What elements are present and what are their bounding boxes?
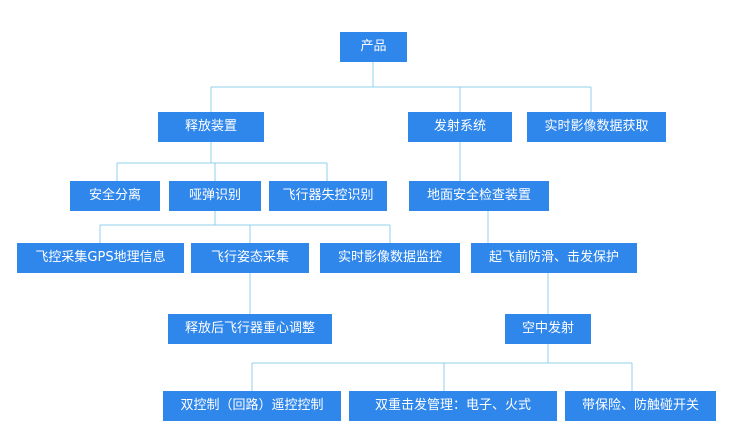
dual-remote-control-node: 双控制（回路）遥控控制 <box>163 391 341 421</box>
dud-identification-node: 哑弹识别 <box>169 181 261 211</box>
release-device-node: 释放装置 <box>158 112 264 142</box>
video-acquisition-node: 实时影像数据获取 <box>527 112 666 142</box>
attitude-collection-node: 飞行姿态采集 <box>191 243 309 273</box>
safe-separation-node: 安全分离 <box>70 181 160 211</box>
cg-adjustment-node: 释放后飞行器重心调整 <box>168 314 332 344</box>
root-node: 产品 <box>340 32 407 62</box>
ground-safety-check-node: 地面安全检查装置 <box>409 181 549 211</box>
dual-firing-node: 双重击发管理：电子、火式 <box>349 391 557 421</box>
gps-info-node: 飞控采集GPS地理信息 <box>17 243 184 273</box>
air-launch-node: 空中发射 <box>505 314 591 344</box>
safety-switch-node: 带保险、防触碰开关 <box>565 391 716 421</box>
launch-system-node: 发射系统 <box>408 112 512 142</box>
takeoff-protection-node: 起飞前防滑、击发保护 <box>471 243 637 273</box>
runaway-identification-node: 飞行器失控识别 <box>269 181 387 211</box>
video-monitoring-node: 实时影像数据监控 <box>320 243 460 273</box>
